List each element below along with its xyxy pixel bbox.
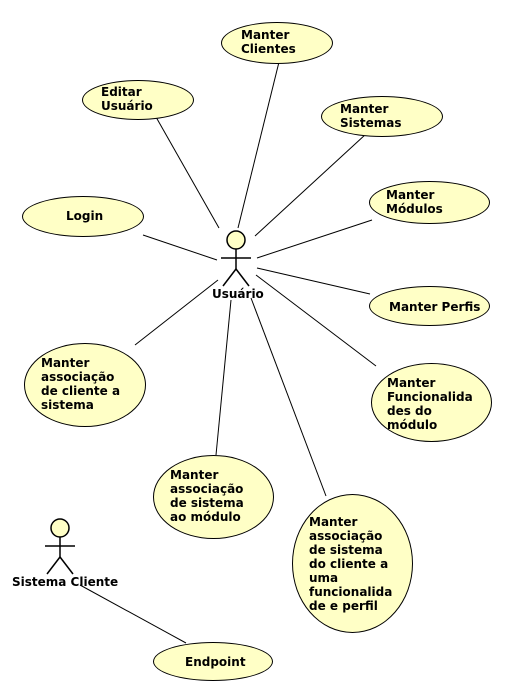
usecase-label: Manter associação de cliente a sistema [41,356,121,412]
usecase-manter-associacao-sistema-modulo[interactable]: Manter associação de sistema ao módulo [153,455,274,539]
assoc-sistema-cliente-endpoint [79,584,187,644]
assoc-usuario-manter-funcionalidades [255,274,377,367]
assoc-usuario-manter-assoc-sistema-modulo [215,299,232,456]
usecase-label: Manter Módulos [386,188,443,216]
assoc-usuario-manter-perfis [256,267,371,295]
sistema-cliente-actor-label: Sistema Cliente [12,575,119,589]
usecase-endpoint[interactable]: Endpoint [153,642,273,681]
assoc-usuario-editar-usuario [155,116,220,229]
usecase-manter-perfis[interactable]: Manter Perfis [369,286,490,326]
assoc-usuario-login [142,234,218,261]
usecase-manter-modulos[interactable]: Manter Módulos [369,181,490,224]
usecase-label: Manter Clientes [241,28,296,56]
usecase-manter-associacao-cliente-sistema[interactable]: Manter associação de cliente a sistema [24,343,146,427]
assoc-usuario-manter-clientes [237,61,280,229]
usecase-label: Manter associação de sistema do cliente … [309,515,393,613]
usecase-manter-funcionalidades[interactable]: Manter Funcionalida des do módulo [371,363,492,442]
usecase-label: Manter Perfis [389,300,481,314]
assoc-usuario-manter-sistemas [254,133,367,237]
assoc-usuario-manter-modulos [256,219,373,259]
usecase-manter-associacao-sistema-cliente-funcionalidade[interactable]: Manter associação de sistema do cliente … [292,494,413,633]
usecase-manter-clientes[interactable]: Manter Clientes [221,22,333,64]
usuario-actor-icon[interactable] [219,229,255,291]
usecase-editar-usuario[interactable]: Editar Usuário [82,80,194,120]
usecase-login[interactable]: Login [22,196,144,237]
usecase-label: Login [66,209,104,223]
assoc-usuario-manter-assoc-cliente-sistema [134,279,219,346]
usecase-label: Manter Funcionalida des do módulo [387,376,473,432]
sistema-cliente-actor-icon[interactable] [43,517,79,579]
usecase-label: Endpoint [185,655,246,669]
assoc-usuario-manter-assoc-sistema-cliente [250,297,327,497]
usecase-label: Editar Usuário [101,85,153,113]
usecase-manter-sistemas[interactable]: Manter Sistemas [321,96,443,137]
usuario-actor-label: Usuário [212,287,264,301]
usecase-label: Manter associação de sistema ao módulo [170,468,244,524]
usecase-label: Manter Sistemas [340,102,402,130]
